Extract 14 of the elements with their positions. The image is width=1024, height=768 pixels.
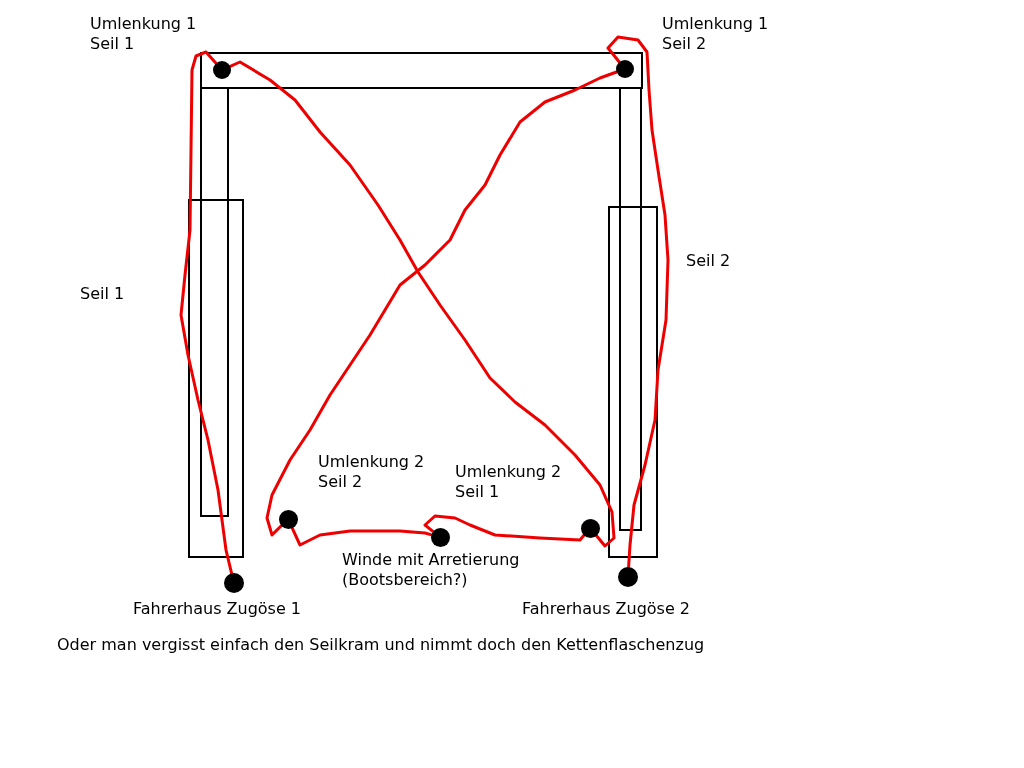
point-label: Winde mit Arretierung (Bootsbereich?) bbox=[342, 550, 521, 590]
point-label: Fahrerhaus Zugöse 1 bbox=[133, 599, 302, 619]
point-label: Fahrerhaus Zugöse 2 bbox=[522, 599, 691, 619]
rope-label: Seil 1 bbox=[80, 284, 125, 304]
rope-line bbox=[606, 35, 670, 569]
caption-text: Oder man vergisst einfach den Seilkram und nimmt doch den Kettenflaschenzug bbox=[57, 635, 705, 655]
point-label: Umlenkung 2 Seil 2 bbox=[318, 452, 426, 492]
rope-line bbox=[179, 50, 234, 575]
point-label: Umlenkung 1 Seil 2 bbox=[662, 14, 770, 54]
rope-line bbox=[290, 526, 433, 547]
point-label: Umlenkung 1 Seil 1 bbox=[90, 14, 198, 54]
rope-line bbox=[423, 514, 586, 542]
rope-label: Seil 2 bbox=[686, 251, 731, 271]
point-label: Umlenkung 2 Seil 1 bbox=[455, 462, 563, 502]
